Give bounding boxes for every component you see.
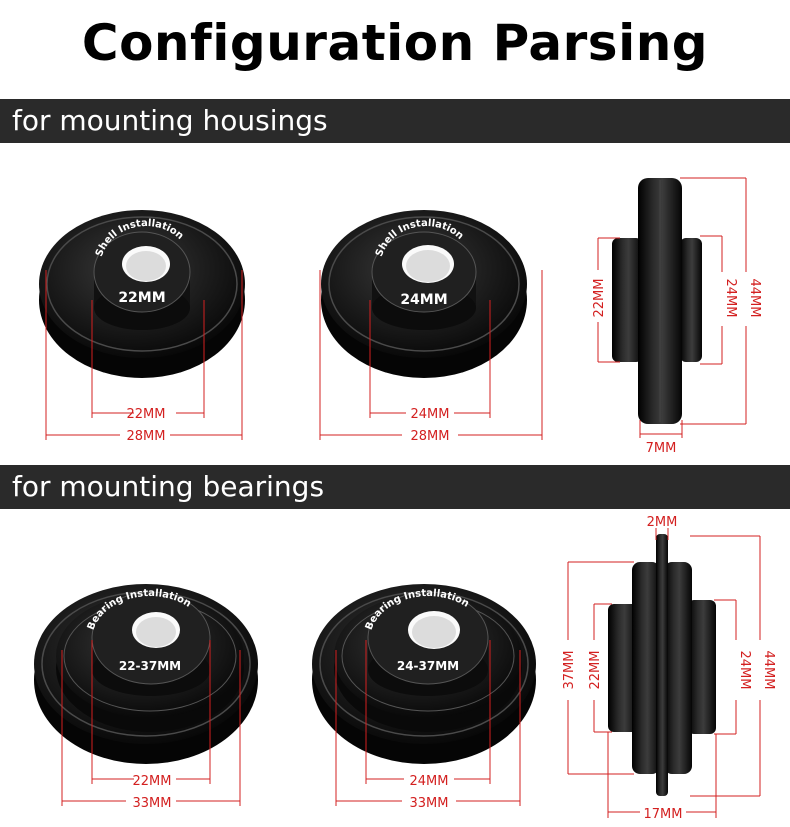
size-label: 22-37MM	[119, 659, 181, 673]
flange-diameter-dim: 44MM	[747, 279, 762, 318]
flange-thickness-dim: 2MM	[647, 515, 678, 530]
dimension-lines	[567, 528, 761, 818]
dimension-lines	[597, 177, 747, 438]
inner-diameter-dim: 24MM	[411, 407, 450, 422]
housing-tool-24mm	[321, 210, 527, 378]
thickness-dim: 7MM	[646, 441, 677, 456]
outer-diameter-dim: 33MM	[133, 796, 172, 811]
length-dim: 17MM	[644, 807, 683, 822]
section-header-housings: for mounting housings	[0, 99, 790, 143]
inner-diameter-dim: 22MM	[127, 407, 166, 422]
housing-tool-22mm	[39, 210, 245, 378]
step-diameter-dim: 37MM	[562, 651, 577, 690]
flange-diameter-dim: 44MM	[761, 651, 776, 690]
inner-diameter-dim: 22MM	[592, 279, 607, 318]
size-label: 22MM	[118, 290, 165, 306]
bearing-tool-24-37mm	[312, 584, 536, 764]
page-title: Configuration Parsing	[81, 14, 709, 72]
bearing-tool-22-37mm	[34, 584, 258, 764]
dimension-lines	[61, 640, 241, 806]
dimension-lines	[319, 270, 543, 440]
inner-diameter-dim: 22MM	[133, 774, 172, 789]
dimension-lines	[45, 270, 243, 440]
section-header-bearings: for mounting bearings	[0, 465, 790, 509]
step-diameter-dim: 24MM	[723, 279, 738, 318]
inner-diameter-dim: 22MM	[588, 651, 603, 690]
bearing-tool-side-view	[608, 534, 716, 796]
outer-diameter-dim: 33MM	[410, 796, 449, 811]
size-label: 24-37MM	[397, 659, 459, 673]
outer-diameter-dim: 28MM	[411, 429, 450, 444]
inner-diameter-dim: 24MM	[410, 774, 449, 789]
dimension-lines	[335, 640, 521, 806]
outer-diameter-dim: 28MM	[127, 429, 166, 444]
collar-diameter-dim: 24MM	[737, 651, 752, 690]
size-label: 24MM	[400, 292, 447, 308]
housing-tool-side-view	[612, 178, 702, 424]
